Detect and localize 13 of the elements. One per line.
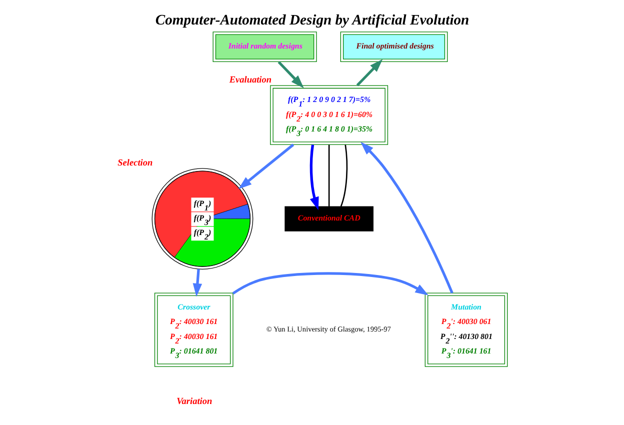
- node-label: Selection: [117, 158, 152, 168]
- arrow: [232, 272, 428, 296]
- connector: [328, 144, 330, 206]
- label: Variation: [176, 397, 212, 408]
- arrow: [277, 61, 304, 88]
- connector: [340, 144, 348, 207]
- arrow: [192, 269, 202, 297]
- arrow: [309, 144, 318, 210]
- arrow: [238, 144, 294, 190]
- arrow: [360, 142, 453, 294]
- arrow: [356, 59, 382, 86]
- diagram-title: Computer-Automated Design by Artificial Evolution: [154, 12, 469, 28]
- node-label: Evaluation: [228, 75, 272, 86]
